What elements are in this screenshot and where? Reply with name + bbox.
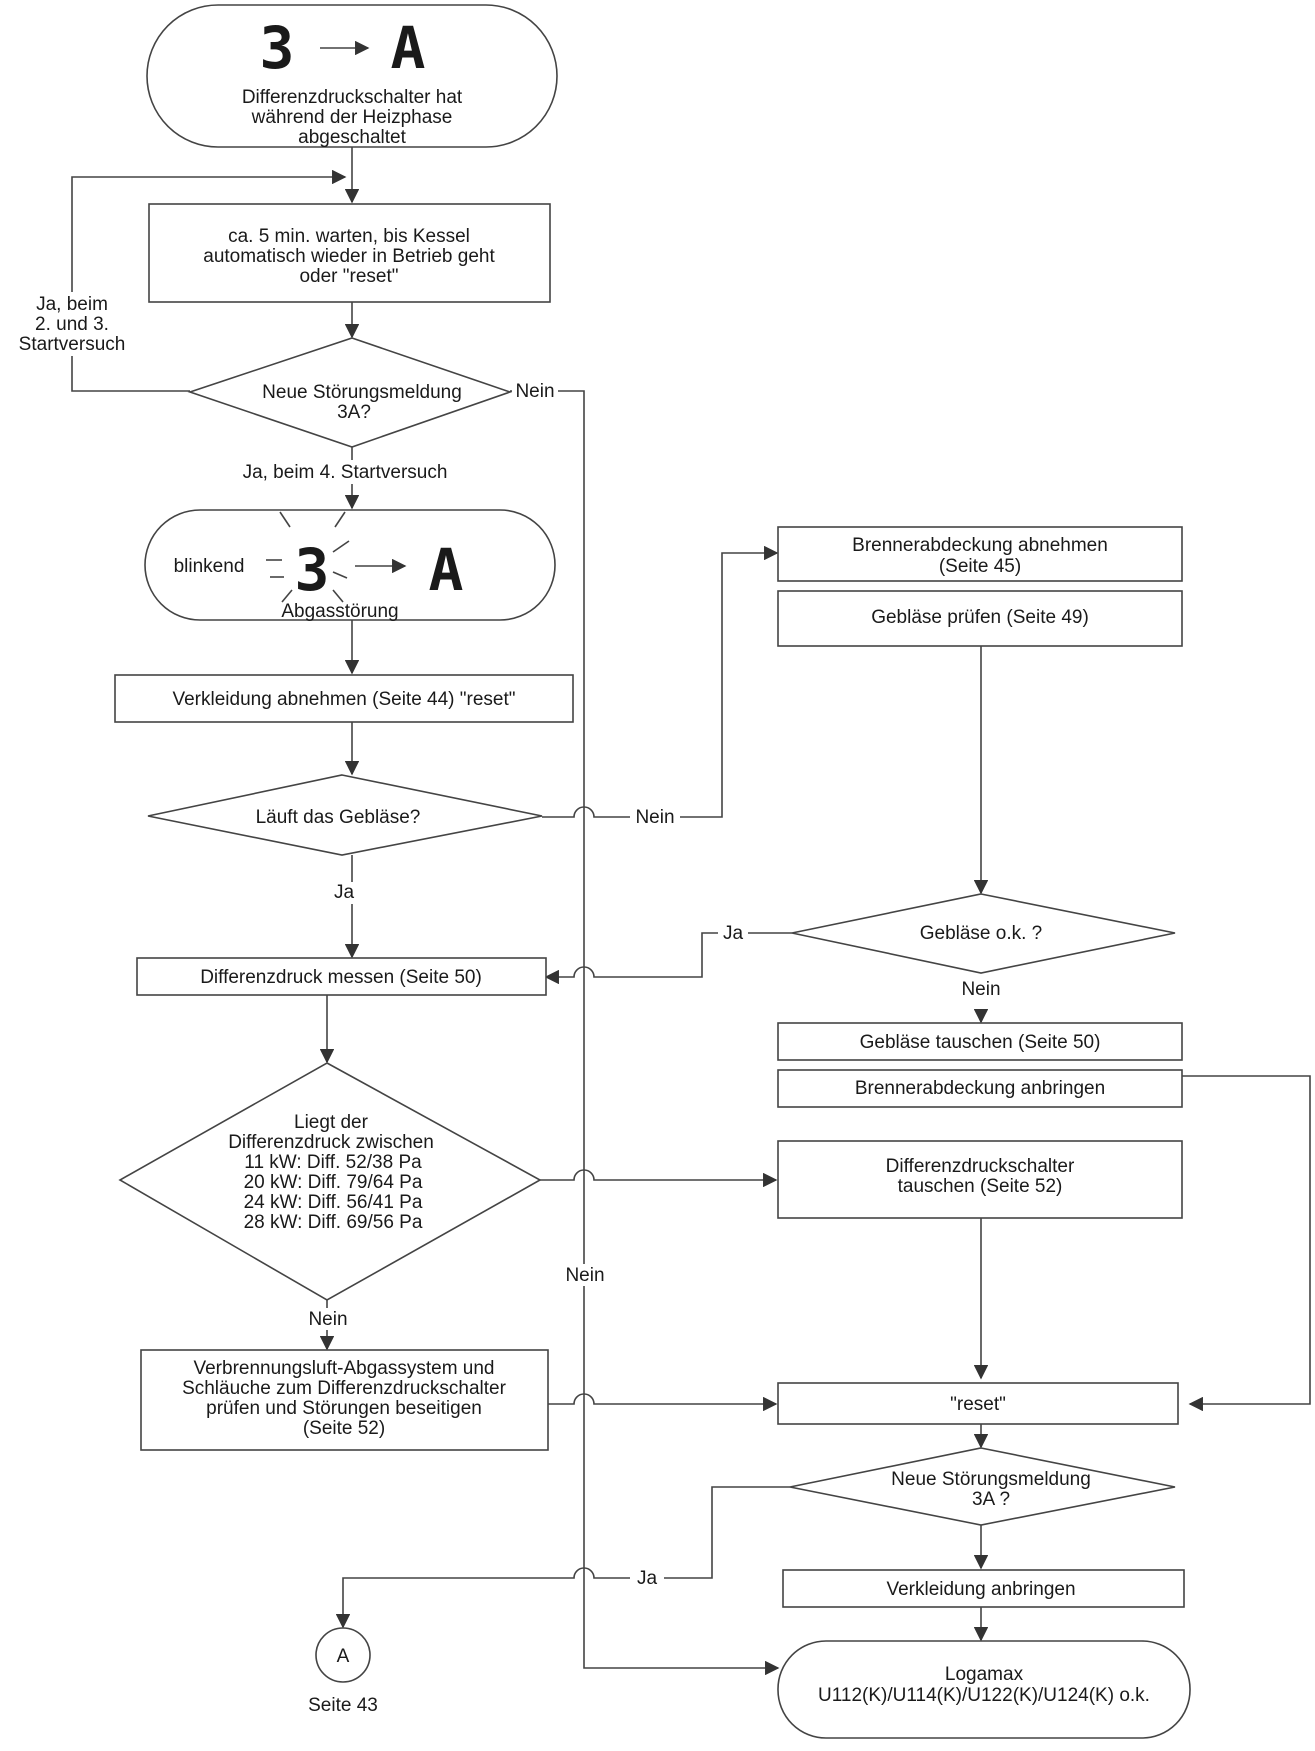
reset-text: "reset" xyxy=(950,1394,1006,1415)
check-text-2: Schläuche zum Differenzdruckschalter xyxy=(182,1378,507,1399)
fan-check-box: Gebläse prüfen (Seite 49) xyxy=(777,590,1183,647)
wait-text-3: oder "reset" xyxy=(299,266,398,287)
decision1-text-1: Neue Störungsmeldung xyxy=(262,382,462,403)
burner-cover-remove-box: Brennerabdeckung abnehmen (Seite 45) xyxy=(777,526,1183,582)
blink-sub: Abgasstörung xyxy=(281,601,398,622)
cover-remove-text: Verkleidung abnehmen (Seite 44) "reset" xyxy=(172,689,515,710)
edge-loop-back xyxy=(71,169,347,392)
edge-decision2-ja xyxy=(335,1486,790,1629)
start-text-3: abgeschaltet xyxy=(298,127,406,148)
end-text-1: Logamax xyxy=(945,1664,1024,1685)
check-text-1: Verbrennungsluft-Abgassystem und xyxy=(193,1358,494,1379)
switch-replace-text-1: Differenzdruckschalter xyxy=(886,1156,1075,1177)
end-text-2: U112(K)/U114(K)/U122(K)/U124(K) o.k. xyxy=(818,1685,1150,1706)
decision-pressure: Liegt der Differenzdruck zwischen 11 kW:… xyxy=(118,1062,542,1301)
edge-fan-nein xyxy=(542,545,779,818)
edge-check-to-reset xyxy=(548,1393,778,1412)
edge-labels: Ja, beim 2. und 3. Startversuch Nein Ja,… xyxy=(19,292,1010,1589)
start-text-1: Differenzdruckschalter hat xyxy=(242,87,463,108)
label-nein-top: Nein xyxy=(515,381,554,402)
decision2-text-2: 3A ? xyxy=(972,1489,1010,1510)
pressure-text-6: 28 kW: Diff. 69/56 Pa xyxy=(244,1212,423,1233)
wait-box: ca. 5 min. warten, bis Kessel automatisc… xyxy=(148,203,551,303)
decision-fan-text: Läuft das Gebläse? xyxy=(256,807,421,828)
switch-replace-box: Differenzdruckschalter tauschen (Seite 5… xyxy=(777,1140,1183,1219)
pressure-text-5: 24 kW: Diff. 56/41 Pa xyxy=(244,1192,423,1213)
fan-replace-box: Gebläse tauschen (Seite 50) xyxy=(777,1022,1183,1061)
wait-text-1: ca. 5 min. warten, bis Kessel xyxy=(228,226,470,247)
blink-code-to: A xyxy=(429,536,464,604)
pressure-text-3: 11 kW: Diff. 52/38 Pa xyxy=(244,1152,422,1173)
check-text-4: (Seite 52) xyxy=(303,1418,385,1439)
start-code-from: 3 xyxy=(260,14,295,82)
check-system-box: Verbrennungsluft-Abgassystem und Schläuc… xyxy=(140,1349,549,1451)
label-ja-fan-ok: Ja xyxy=(723,923,744,944)
blink-rays xyxy=(266,511,350,603)
decision-fan-ok: Gebläse o.k. ? xyxy=(791,893,1176,974)
decision-new-fault-2: Neue Störungsmeldung 3A ? xyxy=(789,1447,1176,1526)
label-nein-fan-ok: Nein xyxy=(961,979,1000,1000)
measure-text: Differenzdruck messen (Seite 50) xyxy=(200,967,482,988)
decision-fan-running: Läuft das Gebläse? xyxy=(147,774,543,856)
label-nein-long: Nein xyxy=(565,1265,604,1286)
label-ja-beim-23-3: Startversuch xyxy=(19,334,126,355)
decision1-text-2: 3A? xyxy=(337,402,371,423)
fan-check-text: Gebläse prüfen (Seite 49) xyxy=(871,607,1089,628)
edge-attach-to-reset xyxy=(1182,1075,1311,1412)
fan-replace-text: Gebläse tauschen (Seite 50) xyxy=(860,1032,1101,1053)
start-text-2: während der Heizphase xyxy=(251,107,453,128)
label-nein-pressure: Nein xyxy=(308,1309,347,1330)
pressure-text-1: Liegt der xyxy=(294,1112,369,1133)
check-text-3: prüfen und Störungen beseitigen xyxy=(206,1398,482,1419)
decision-fan-ok-text: Gebläse o.k. ? xyxy=(920,923,1043,944)
burner-attach-text: Brennerabdeckung anbringen xyxy=(855,1078,1105,1099)
blink-code-from: 3 xyxy=(295,536,330,604)
connector-letter: A xyxy=(337,1646,350,1667)
cover-attach-text: Verkleidung anbringen xyxy=(886,1579,1075,1600)
connector-page: Seite 43 xyxy=(308,1695,378,1716)
decision2-text-1: Neue Störungsmeldung xyxy=(891,1469,1091,1490)
blink-label: blinkend xyxy=(174,556,245,577)
label-ja-bottom: Ja xyxy=(637,1568,658,1589)
label-nein-fan: Nein xyxy=(635,807,674,828)
pressure-text-2: Differenzdruck zwischen xyxy=(228,1132,434,1153)
switch-replace-text-2: tauschen (Seite 52) xyxy=(898,1176,1063,1197)
blinking-terminator: blinkend 3 A Abgasstörung xyxy=(144,509,556,622)
burner-cover-attach-box: Brennerabdeckung anbringen xyxy=(777,1069,1183,1108)
edge-pressure-yes xyxy=(540,1169,778,1188)
reset-box: "reset" xyxy=(777,1382,1179,1425)
label-ja-fan: Ja xyxy=(334,882,355,903)
burner-remove-text-1: Brennerabdeckung abnehmen xyxy=(852,535,1108,556)
pressure-text-4: 20 kW: Diff. 79/64 Pa xyxy=(244,1172,423,1193)
label-ja-beim-23-1: Ja, beim xyxy=(36,294,108,315)
cover-remove-box: Verkleidung abnehmen (Seite 44) "reset" xyxy=(114,674,574,723)
wait-text-2: automatisch wieder in Betrieb geht xyxy=(203,246,495,267)
connector-a: A Seite 43 xyxy=(308,1627,378,1716)
edge-fanok-ja xyxy=(544,932,792,985)
measure-box: Differenzdruck messen (Seite 50) xyxy=(136,957,547,996)
label-ja-beim-4: Ja, beim 4. Startversuch xyxy=(243,462,448,483)
start-code-to: A xyxy=(391,14,426,82)
decision-new-fault-1: Neue Störungsmeldung 3A? xyxy=(187,337,513,448)
start-terminator: 3 A Differenzdruckschalter hat während d… xyxy=(146,4,558,148)
end-terminator: Logamax U112(K)/U114(K)/U122(K)/U124(K) … xyxy=(777,1640,1191,1739)
burner-remove-text-2: (Seite 45) xyxy=(939,556,1021,577)
cover-attach-box: Verkleidung anbringen xyxy=(782,1569,1185,1608)
label-ja-beim-23-2: 2. und 3. xyxy=(35,314,109,335)
